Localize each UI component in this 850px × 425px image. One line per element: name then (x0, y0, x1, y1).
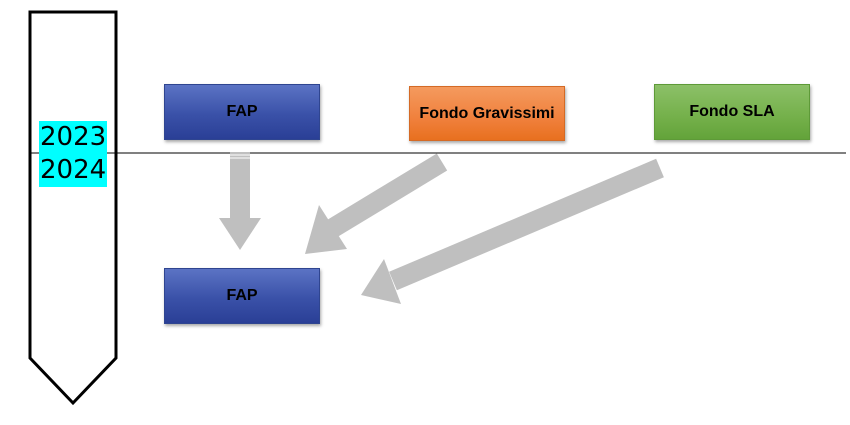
timeline-arrow (28, 10, 118, 406)
flow-arrow-sla-to-fap (361, 158, 664, 304)
fondo-gravissimi-box: Fondo Gravissimi (409, 86, 565, 141)
flow-arrow-fap-to-fap (219, 152, 261, 250)
fap-box-2024: FAP (164, 268, 320, 324)
fondo-gravissimi-label: Fondo Gravissimi (419, 104, 555, 122)
fondo-sla-box: Fondo SLA (654, 84, 810, 140)
fap-box-2023: FAP (164, 84, 320, 140)
fap-box-2023-label: FAP (226, 103, 258, 120)
fondo-sla-label: Fondo SLA (689, 103, 775, 120)
flow-arrow-gravissimi-to-fap (305, 153, 448, 254)
year-label-2024: 2024 (39, 154, 108, 187)
fap-box-2024-label: FAP (226, 287, 258, 304)
year-label-2023: 2023 (39, 121, 108, 154)
flow-arrows (219, 152, 664, 304)
